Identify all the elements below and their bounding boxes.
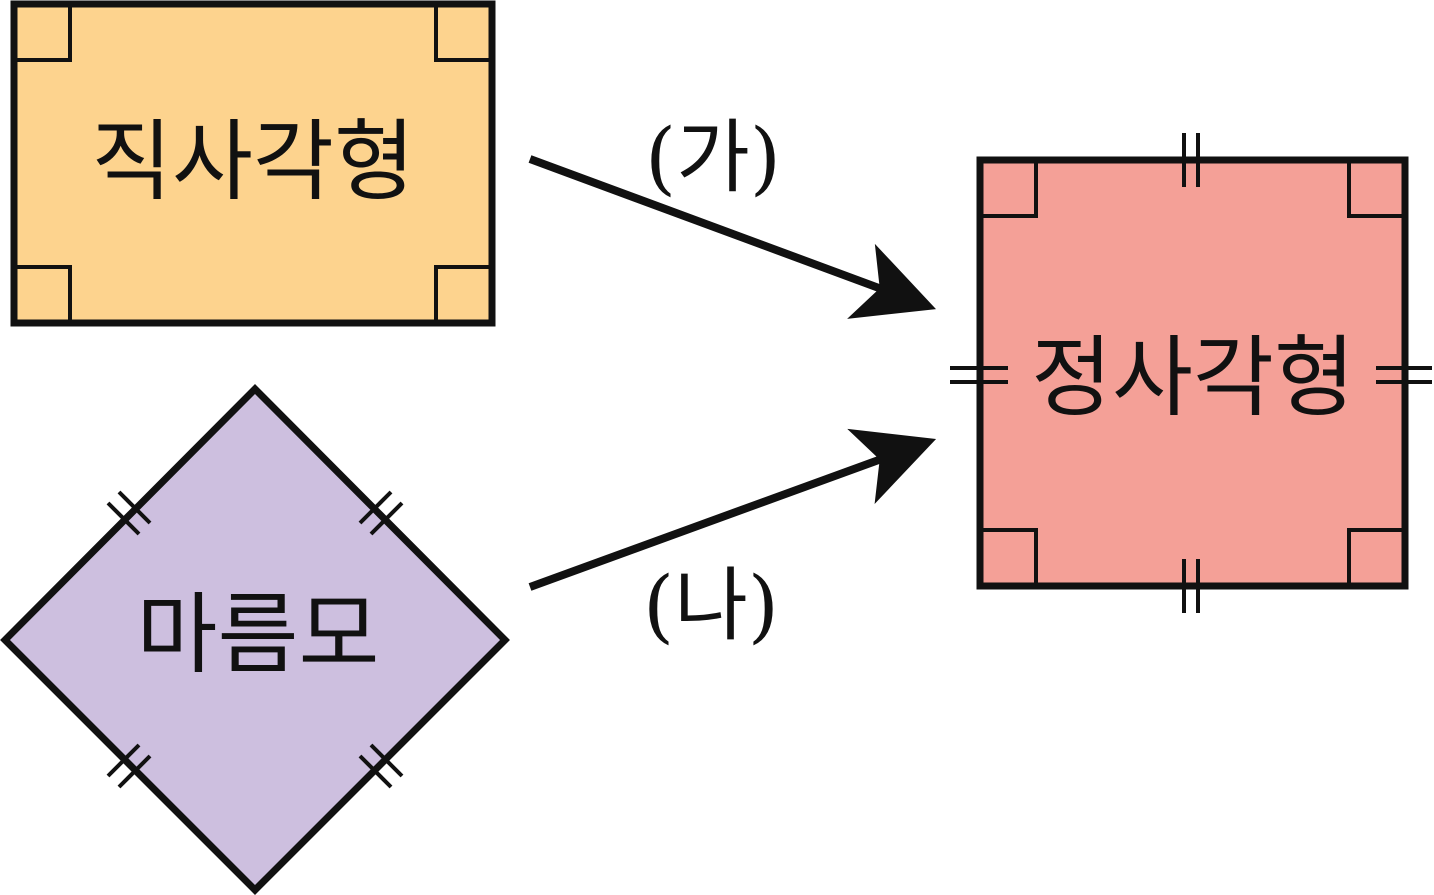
right-angle-mark (14, 265, 72, 323)
right-angle-mark (980, 528, 1038, 586)
square-right-angle-marks (980, 160, 1405, 586)
rectangle-body (10, 0, 496, 327)
square-label: 정사각형 (1031, 326, 1355, 429)
right-angle-mark (434, 265, 492, 323)
rhombus-body (0, 384, 510, 895)
rhombus-shape: 마름모 (0, 384, 510, 895)
tick-mark (358, 490, 393, 525)
tick-mark (369, 743, 404, 778)
right-angle-mark (1347, 528, 1405, 586)
arrow-na-shaft (528, 428, 937, 591)
right-angle-mark (1347, 160, 1405, 218)
rectangle-shape: 직사각형 (10, 0, 496, 327)
tick-mark (106, 501, 141, 536)
arrow-ga: (가) (528, 111, 937, 319)
rectangle-label: 직사각형 (91, 110, 415, 213)
square-equal-side-marks (950, 133, 1432, 613)
tick-mark (117, 754, 152, 789)
rectangle-right-angle-marks (14, 4, 492, 323)
rhombus-equal-side-marks (106, 490, 404, 789)
arrow-na: (나) (528, 428, 937, 652)
arrow-na-label: (나) (643, 559, 779, 652)
square-shape: 정사각형 (950, 133, 1432, 613)
right-angle-mark (980, 160, 1038, 218)
arrow-ga-shaft (528, 155, 937, 319)
square-body (976, 156, 1409, 590)
tick-mark (117, 490, 152, 525)
right-angle-mark (14, 4, 72, 62)
rhombus-label: 마름모 (137, 583, 380, 686)
tick-mark (369, 501, 404, 536)
right-angle-mark (434, 4, 492, 62)
tick-mark (106, 743, 141, 778)
arrow-ga-label: (가) (645, 111, 781, 204)
tick-mark (358, 754, 393, 789)
